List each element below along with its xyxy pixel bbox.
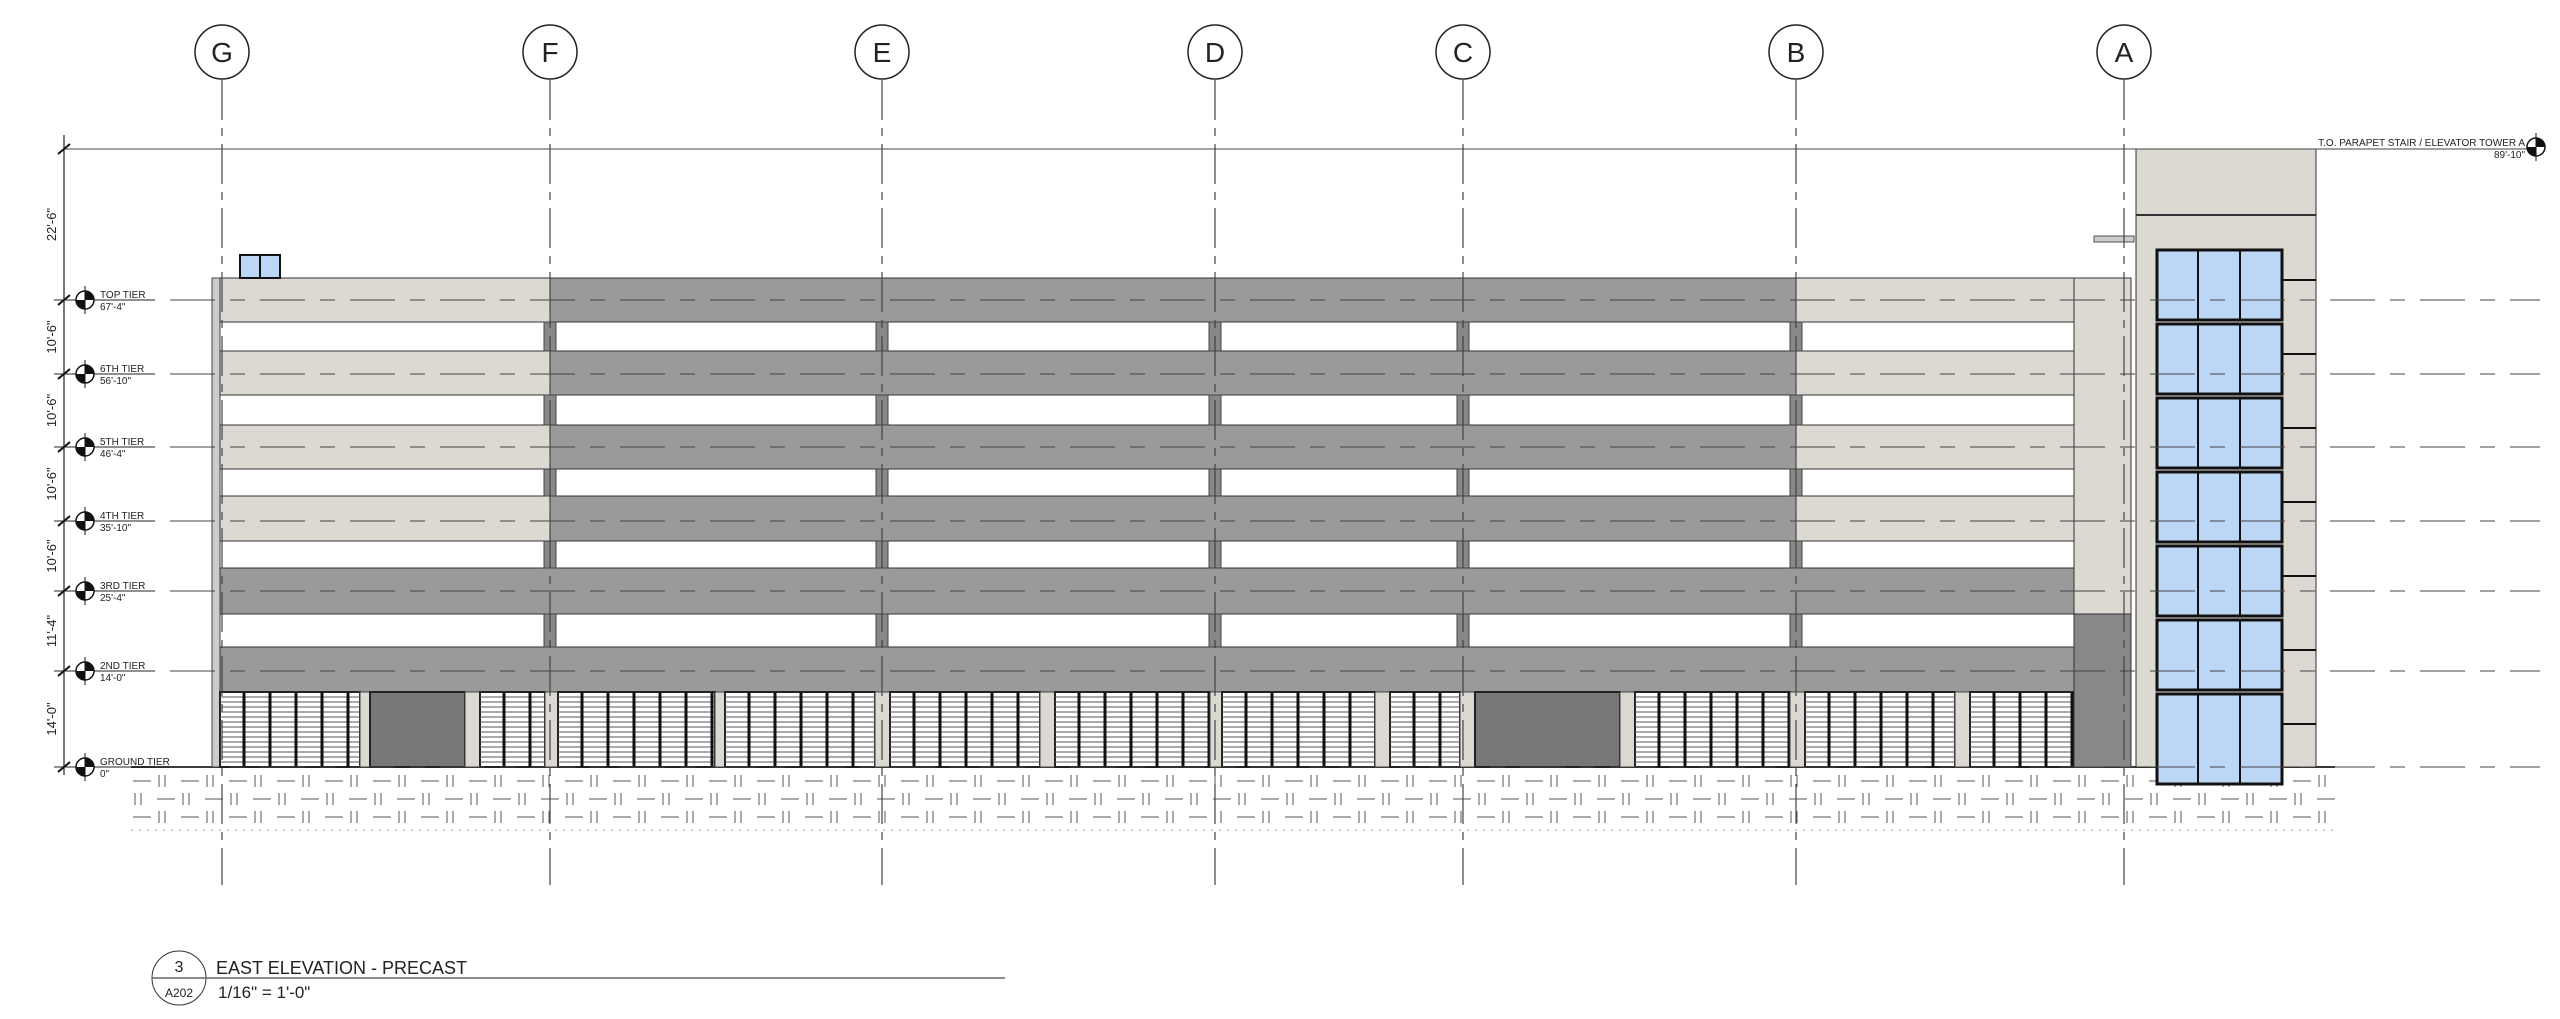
ground-screens (219, 691, 2075, 768)
pier (1209, 691, 1223, 768)
pier (1374, 691, 1391, 768)
grid-bubble-E (854, 24, 910, 80)
dimension-text: 10'-6" (44, 539, 59, 573)
dimension-text: 10'-6" (44, 320, 59, 354)
spandrel-dark (549, 495, 1797, 542)
grid-bubble-G (194, 24, 250, 80)
level-elevation: 35'-10" (100, 523, 131, 534)
drawing-scale: 1/16" = 1'-0" (218, 983, 310, 1002)
grid-label-B: B (1787, 37, 1806, 68)
pier (359, 691, 371, 768)
canopy (2093, 235, 2135, 243)
level-name: 2ND TIER (100, 661, 145, 672)
grid-bubble-A (2096, 24, 2152, 80)
curtain-wall-panel (2155, 470, 2284, 544)
stair-zone-dark (2073, 613, 2132, 768)
pier (1039, 691, 1056, 768)
dimension-tick (57, 294, 71, 306)
grid-label-F: F (541, 37, 558, 68)
grid-label-G: G (211, 37, 233, 68)
parapet-level-elevation: 89'-10" (2494, 150, 2525, 161)
pier (544, 691, 559, 768)
pier (1619, 691, 1636, 768)
dimension-tick (57, 761, 71, 773)
level-name: 4TH TIER (100, 511, 144, 522)
pier (1789, 691, 1806, 768)
dimension-text: 10'-6" (44, 394, 59, 428)
spandrel-dark (549, 350, 1797, 396)
building-edge (211, 277, 221, 768)
grid-label-C: C (1453, 37, 1473, 68)
dimension-text: 14'-0" (44, 702, 59, 736)
screen-panel (219, 691, 361, 768)
dimension-tick (57, 515, 71, 527)
level-name: GROUND TIER (100, 757, 170, 768)
screen-panel (557, 691, 716, 768)
level-name: 3RD TIER (100, 581, 145, 592)
grid-bubble-F (522, 24, 578, 80)
grid-label-E: E (873, 37, 892, 68)
dimension-text: 10'-6" (44, 467, 59, 501)
curtain-wall-panel (2155, 692, 2284, 786)
level-elevation: 56'-10" (100, 376, 131, 387)
screen-panel (1389, 691, 1461, 768)
parapet-level-name: T.O. PARAPET STAIR / ELEVATOR TOWER A (2318, 138, 2525, 149)
level-elevation: 0" (100, 769, 110, 780)
level-name: 5TH TIER (100, 437, 144, 448)
level-elevation: 67'-4" (100, 302, 126, 313)
pier (1954, 691, 1971, 768)
curtain-wall-panel (2155, 544, 2284, 618)
spandrel-light (1795, 495, 2075, 542)
screen-panel (479, 691, 546, 768)
view-number: 3 (175, 959, 184, 976)
dimension-tick (57, 585, 71, 597)
door-panel (369, 691, 466, 768)
level-elevation: 14'-0" (100, 673, 126, 684)
drawing-title: EAST ELEVATION - PRECAST (216, 958, 467, 978)
curtain-wall-panel (2155, 248, 2284, 322)
paving-pattern (131, 766, 2335, 831)
dimension-tick (57, 368, 71, 380)
level-elevation: 46'-4" (100, 449, 126, 460)
grid-label-A: A (2115, 37, 2134, 68)
grid-label-D: D (1205, 37, 1225, 68)
spandrel-light (219, 495, 551, 542)
pier (1459, 691, 1476, 768)
spandrel-light (219, 350, 551, 396)
spandrel-light (1795, 277, 2075, 323)
level-name: 6TH TIER (100, 364, 144, 375)
spandrel-light (1795, 350, 2075, 396)
dimension-text: 22'-6" (44, 208, 59, 242)
pier (464, 691, 481, 768)
sheet-number: A202 (165, 986, 193, 1000)
spandrel-light (1795, 424, 2075, 470)
grid-bubble-C (1435, 24, 1491, 80)
dimension-tick (57, 665, 71, 677)
dimension-text: 11'-4" (44, 615, 59, 648)
pier (714, 691, 726, 768)
curtain-wall-panel (2155, 618, 2284, 692)
spandrel-dark (219, 646, 2075, 693)
dimension-tick (57, 441, 71, 453)
grid-bubble-B (1768, 24, 1824, 80)
curtain-wall-panel (2155, 396, 2284, 470)
level-name: TOP TIER (100, 290, 146, 301)
screen-panel (1969, 691, 2075, 768)
dimension-tick (57, 143, 71, 155)
door-panel (1474, 691, 1621, 768)
curtain-wall-panel (2155, 322, 2284, 396)
grid-bubble-D (1187, 24, 1243, 80)
level-elevation: 25'-4" (100, 593, 126, 604)
